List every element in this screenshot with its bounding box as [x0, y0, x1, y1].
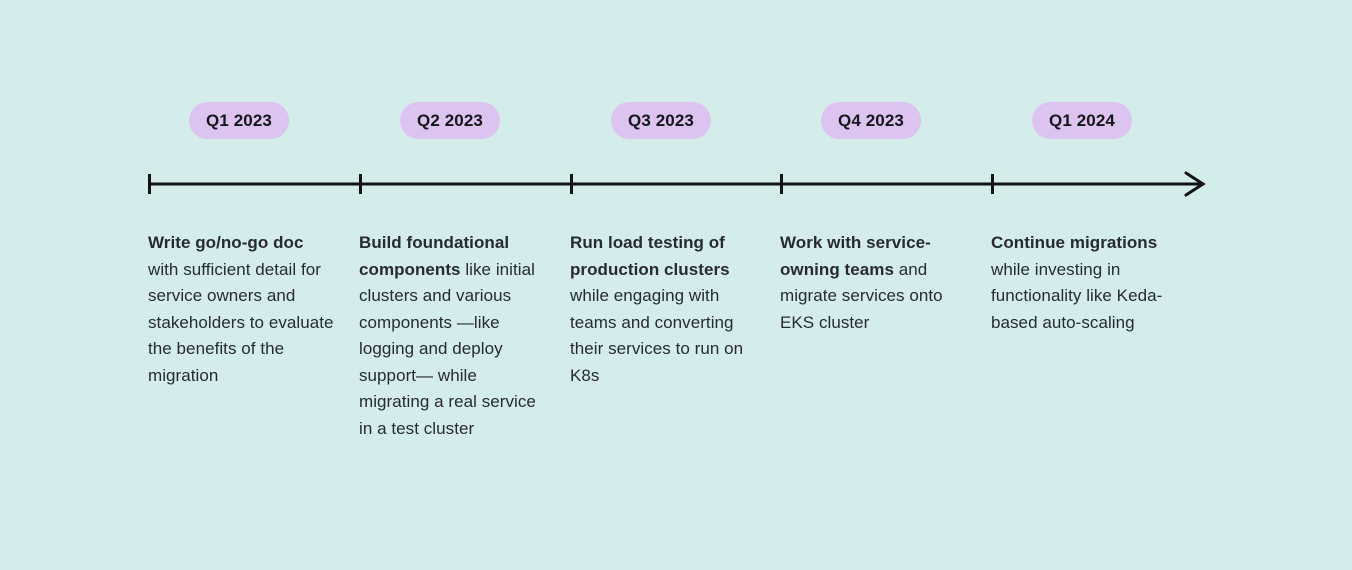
quarter-description-rest: while engaging with teams and converting… — [570, 286, 744, 385]
quarter-description-rest: like initial clusters and various compon… — [359, 259, 536, 438]
quarter-pill-wrap: Q1 2024 — [991, 102, 1173, 139]
quarter-pill: Q2 2023 — [400, 102, 500, 139]
quarter-description-bold: Run load testing of production clusters — [570, 233, 730, 279]
quarter-pill-wrap: Q1 2023 — [148, 102, 330, 139]
quarter-pill: Q3 2023 — [611, 102, 711, 139]
quarter-description-bold: Write go/no-go doc — [148, 233, 304, 252]
timeline-arrowhead-icon — [1184, 171, 1206, 197]
quarter-description: Run load testing of production clusters … — [570, 230, 758, 389]
quarter-pill: Q1 2024 — [1032, 102, 1132, 139]
quarter-pill-wrap: Q4 2023 — [780, 102, 962, 139]
quarter-pill: Q4 2023 — [821, 102, 921, 139]
quarter-pill-wrap: Q2 2023 — [359, 102, 541, 139]
quarter-description-bold: Continue migrations — [991, 233, 1158, 252]
quarter-description-rest: and migrate services onto EKS cluster — [780, 259, 943, 332]
quarter-description-bold: Build foundational components — [359, 233, 510, 279]
quarter-description: Build foundational components like initi… — [359, 230, 547, 442]
quarter-description-rest: with sufficient detail for service owner… — [148, 259, 334, 385]
quarter-description: Work with service-owning teams and migra… — [780, 230, 968, 336]
quarter-description: Continue migrations while investing in f… — [991, 230, 1179, 336]
quarter-description: Write go/no-go doc with sufficient detai… — [148, 230, 336, 389]
quarter-pill-wrap: Q3 2023 — [570, 102, 752, 139]
quarter-description-bold: Work with service-owning teams — [780, 233, 931, 279]
quarter-pill: Q1 2023 — [189, 102, 289, 139]
quarter-description-rest: while investing in functionality like Ke… — [991, 259, 1163, 332]
